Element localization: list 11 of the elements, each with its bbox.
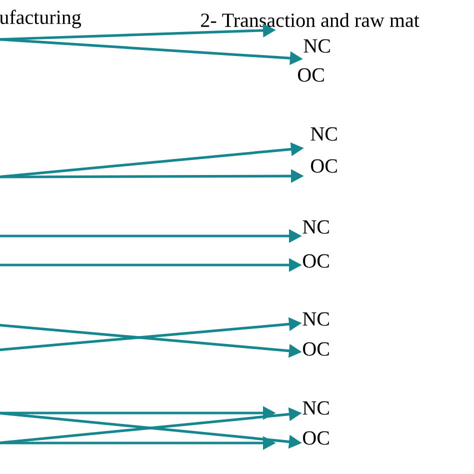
state-label: OC xyxy=(311,159,337,173)
state-label: NC xyxy=(302,312,329,326)
state-label: NC xyxy=(310,127,337,141)
state-label: NC xyxy=(302,401,329,415)
state-label: NC xyxy=(302,220,329,234)
state-label: OC xyxy=(298,68,324,82)
header-text: 2- Transaction and raw mat xyxy=(201,12,420,28)
state-label: NC xyxy=(304,39,330,53)
state-label: OC xyxy=(303,342,329,356)
state-label: OC xyxy=(303,254,329,268)
state-label: OC xyxy=(303,431,329,445)
